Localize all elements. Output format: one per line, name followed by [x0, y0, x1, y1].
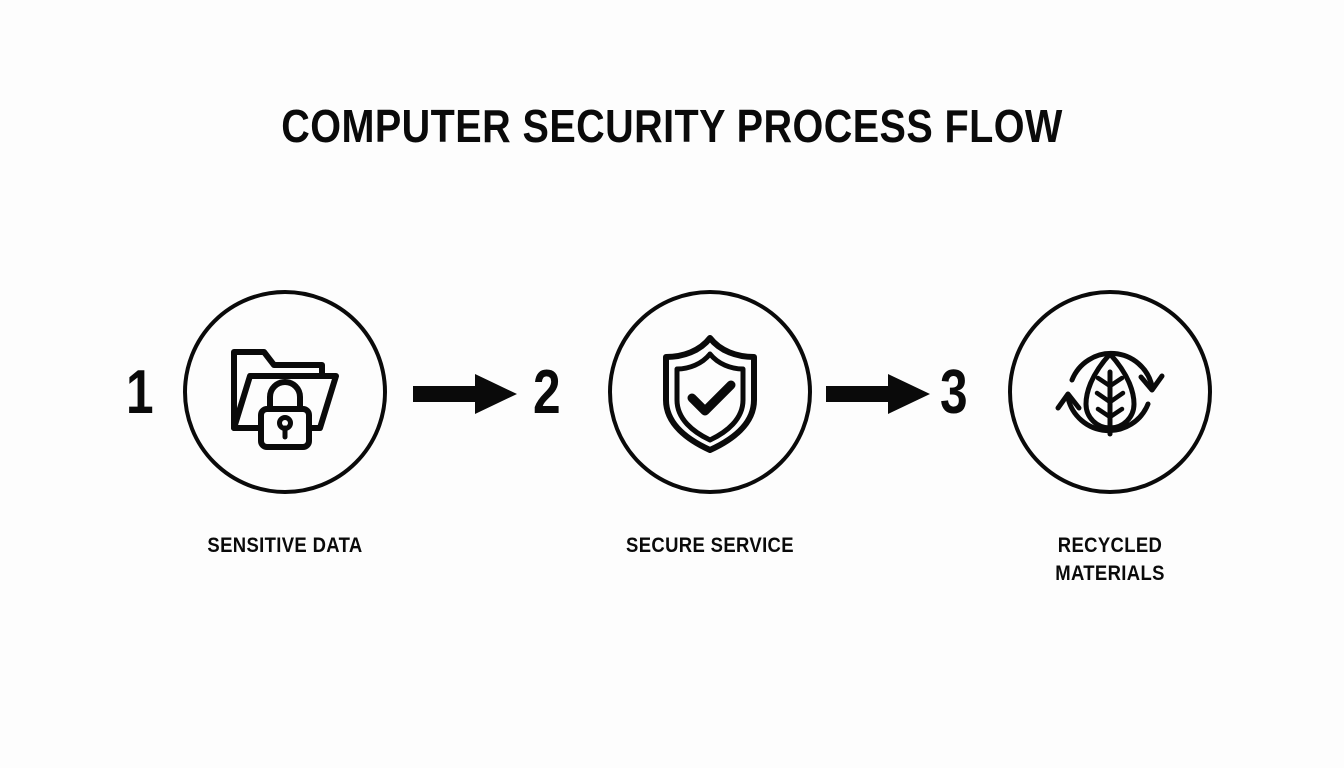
step-1-label: SENSITIVE DATA — [162, 532, 408, 560]
step-number-2: 2 — [533, 358, 561, 427]
step-1[interactable] — [183, 290, 387, 494]
step-1-label-line-1: SENSITIVE DATA — [207, 534, 363, 557]
step-3-label: RECYCLED MATERIALS — [987, 532, 1233, 588]
step-3[interactable] — [1008, 290, 1212, 494]
page-title: COMPUTER SECURITY PROCESS FLOW — [281, 100, 1063, 152]
step-1-circle — [183, 290, 387, 494]
step-3-label-line-2: MATERIALS — [1055, 562, 1165, 585]
shield-check-icon — [642, 324, 778, 460]
step-3-label-line-1: RECYCLED — [1057, 534, 1163, 557]
step-2[interactable] — [608, 290, 812, 494]
step-2-circle — [608, 290, 812, 494]
step-3-circle — [1008, 290, 1212, 494]
arrow-step-1-to-2 — [413, 372, 517, 416]
step-number-3: 3 — [940, 358, 968, 427]
step-number-1: 1 — [126, 358, 154, 427]
arrow-step-2-to-3 — [826, 372, 930, 416]
leaf-recycle-icon — [1042, 324, 1178, 460]
step-2-label: SECURE SERVICE — [587, 532, 833, 560]
step-2-label-line-1: SECURE SERVICE — [626, 534, 794, 557]
folder-lock-icon — [217, 324, 353, 460]
